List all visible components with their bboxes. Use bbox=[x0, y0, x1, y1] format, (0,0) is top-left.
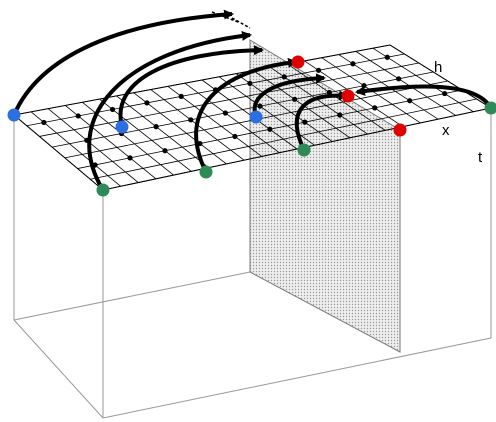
h-axis-label: h bbox=[434, 59, 442, 76]
lattice-point bbox=[222, 110, 228, 116]
blue-node bbox=[7, 108, 21, 122]
colored-nodes bbox=[7, 55, 496, 197]
green-node bbox=[484, 101, 496, 115]
lattice-point bbox=[350, 61, 356, 67]
arrow-5 bbox=[252, 73, 326, 118]
lattice-point bbox=[337, 112, 343, 118]
grid-line-u bbox=[133, 92, 227, 165]
lattice-point bbox=[267, 126, 273, 132]
lattice-point bbox=[153, 124, 159, 130]
lattice-point bbox=[407, 98, 413, 104]
arrow-3 bbox=[118, 45, 264, 128]
t-axis-label: t bbox=[478, 149, 483, 166]
grid-line-u bbox=[167, 86, 262, 157]
red-node bbox=[291, 55, 305, 69]
dashed-extension-2 bbox=[231, 17, 251, 29]
lattice-point bbox=[232, 133, 238, 140]
green-node bbox=[96, 183, 110, 197]
lattice-point bbox=[302, 119, 308, 125]
lattice-point bbox=[361, 83, 367, 89]
grid-line-u bbox=[235, 73, 333, 142]
lattice-point bbox=[396, 76, 402, 82]
green-node bbox=[297, 143, 311, 157]
lattice-point bbox=[384, 54, 390, 60]
x-axis-label: x bbox=[442, 122, 450, 139]
grid-line-u bbox=[253, 70, 351, 139]
grid-line-u bbox=[65, 105, 157, 180]
box-wireframe bbox=[13, 108, 492, 419]
blue-node bbox=[115, 120, 129, 134]
grid-line-u bbox=[47, 108, 139, 183]
arrow-4 bbox=[194, 57, 298, 173]
blue-node bbox=[249, 110, 263, 124]
grid-line-v bbox=[39, 62, 419, 137]
lattice-point bbox=[442, 90, 448, 97]
grid-line-u bbox=[30, 111, 121, 187]
grid-line-u bbox=[355, 51, 456, 116]
lattice-point bbox=[109, 106, 116, 113]
arrow-2 bbox=[87, 30, 252, 192]
grid-line-v bbox=[90, 98, 477, 180]
grid-line-u bbox=[116, 95, 210, 168]
lattice-point bbox=[144, 100, 150, 106]
grid-line-u bbox=[184, 82, 280, 154]
lattice-point bbox=[257, 103, 263, 109]
lattice-point bbox=[372, 105, 378, 111]
lattice-point bbox=[188, 117, 194, 123]
lattice-point bbox=[162, 148, 168, 154]
propagation-arrows bbox=[12, 9, 493, 192]
lattice-point bbox=[315, 67, 322, 73]
arrow-1 bbox=[12, 9, 234, 116]
red-node bbox=[341, 89, 355, 103]
grid-line-u bbox=[372, 47, 474, 113]
grid-line-u bbox=[99, 98, 192, 172]
lattice-point bbox=[75, 113, 81, 119]
arrow-6 bbox=[294, 90, 349, 151]
lattice-point bbox=[178, 93, 184, 99]
lattice-point bbox=[41, 119, 47, 126]
green-node bbox=[199, 165, 213, 179]
grid-line-u bbox=[270, 66, 368, 135]
red-node bbox=[393, 123, 407, 137]
lattice-point bbox=[326, 89, 332, 96]
lattice-point bbox=[247, 80, 253, 86]
lattice-point bbox=[292, 96, 298, 102]
lattice-point bbox=[127, 155, 133, 161]
grid-line-v bbox=[52, 71, 434, 148]
lattice-point bbox=[281, 74, 287, 80]
arrow-7 bbox=[355, 84, 493, 110]
